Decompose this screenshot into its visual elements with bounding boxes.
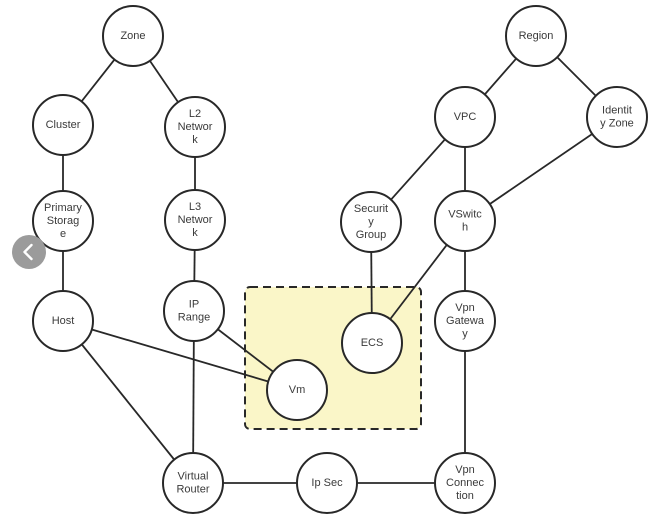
node-circle	[296, 452, 358, 514]
node-circle	[162, 452, 224, 514]
node-vpc[interactable]: VPC	[434, 86, 496, 148]
node-label: Region	[519, 30, 554, 42]
node-circle	[164, 96, 226, 158]
node-circle	[266, 359, 328, 421]
node-circle	[163, 280, 225, 342]
edge-host-virtualrouter	[62, 320, 194, 484]
node-circle	[32, 94, 94, 156]
node-label: VPC	[454, 111, 477, 123]
node-circle	[434, 452, 496, 514]
edge-host-vm	[62, 320, 298, 391]
node-label: Cluster	[46, 119, 81, 131]
node-circle	[102, 5, 164, 67]
node-circle	[505, 5, 567, 67]
node-circle	[434, 290, 496, 352]
node-label: Host	[52, 315, 75, 327]
node-vm[interactable]: Vm	[266, 359, 328, 421]
node-label: ECS	[361, 337, 384, 349]
node-circle	[32, 290, 94, 352]
node-cluster[interactable]: Cluster	[32, 94, 94, 156]
node-region[interactable]: Region	[505, 5, 567, 67]
node-circle	[434, 86, 496, 148]
node-circle	[341, 312, 403, 374]
node-circle	[586, 86, 648, 148]
node-label: Zone	[120, 30, 145, 42]
node-label: Ip Sec	[311, 477, 343, 489]
node-circle	[340, 191, 402, 253]
carousel-prev-button[interactable]	[12, 235, 46, 269]
node-circle	[434, 190, 496, 252]
node-zone[interactable]: Zone	[102, 5, 164, 67]
node-label: Vm	[289, 384, 306, 396]
node-circle	[164, 189, 226, 251]
chevron-left-icon	[23, 243, 33, 261]
node-host[interactable]: Host	[32, 290, 94, 352]
node-ipsec[interactable]: Ip Sec	[296, 452, 358, 514]
node-ecs[interactable]: ECS	[341, 312, 403, 374]
node-circle	[32, 190, 94, 252]
